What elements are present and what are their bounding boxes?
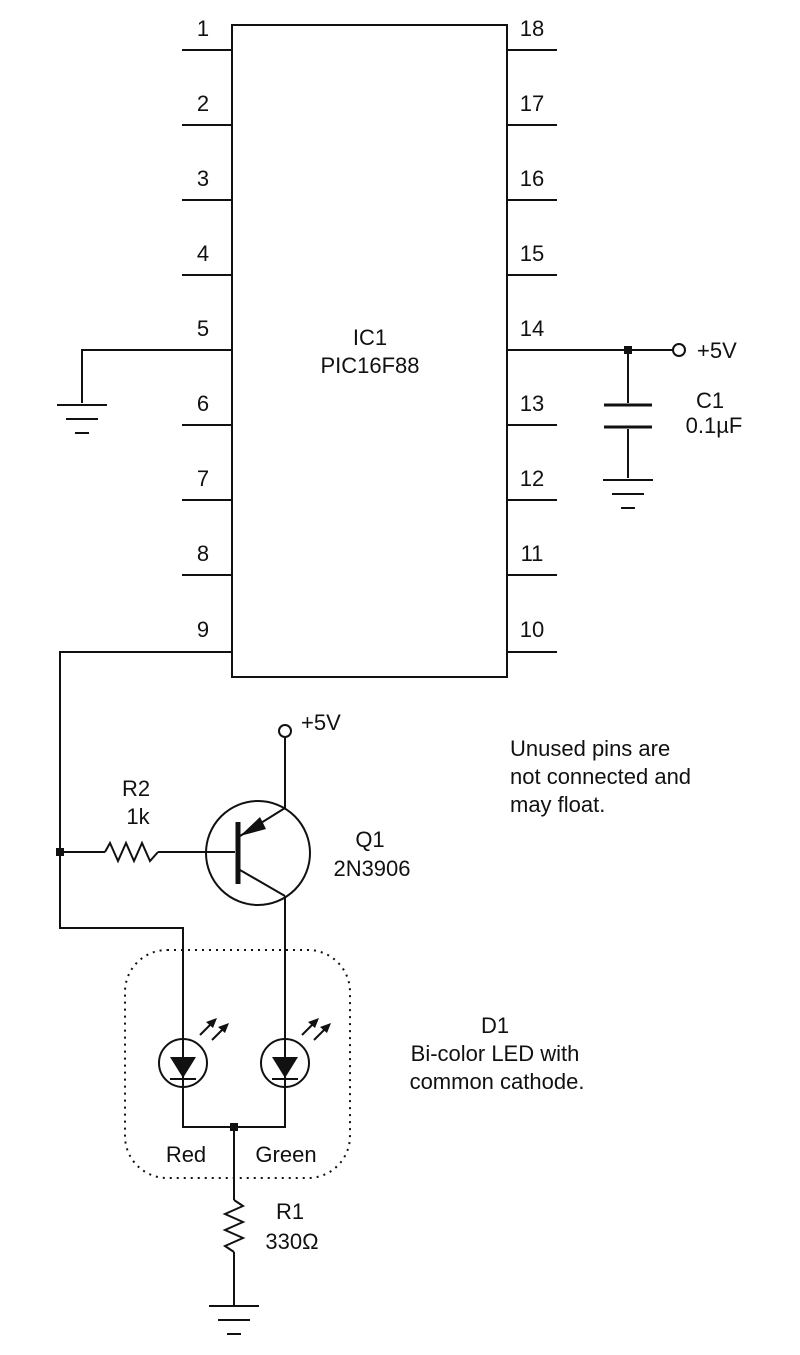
ground-symbol-2 [603,479,653,509]
pin-3-label: 3 [197,166,209,191]
note-line1: Unused pins are [510,736,670,761]
ic1-body [231,24,508,678]
capacitor-c1 [604,350,652,478]
q1-body [205,800,311,906]
pin14-supply-net: +5V C1 0.1µF [507,338,743,509]
q1-part: 2N3906 [333,856,410,881]
ic1-part: PIC16F88 [320,353,419,378]
unused-pins-note: Unused pins are not connected and may fl… [510,736,691,817]
led-green-label: Green [255,1142,316,1167]
c1-value: 0.1µF [686,413,743,438]
q1-ref: Q1 [355,827,384,852]
transistor-q1: +5V Q1 2N3906 [205,710,411,1038]
vcc-terminal-top [672,343,686,357]
ground-symbol-3 [209,1305,259,1335]
r2-ref: R2 [122,776,150,801]
pin-6-label: 6 [197,391,209,416]
note-line3: may float. [510,792,605,817]
d1-desc-line2: common cathode. [410,1069,585,1094]
ic1: IC1 PIC16F88 [231,24,508,678]
c1-ref: C1 [696,388,724,413]
pin-4-label: 4 [197,241,209,266]
pin-15-label: 15 [520,241,544,266]
pin5-ground-net [57,349,232,434]
d1-desc-line1: Bi-color LED with [411,1041,580,1066]
vcc-q1-label: +5V [301,710,341,735]
pin-8-label: 8 [197,541,209,566]
pin-5-label: 5 [197,316,209,341]
d1-package-outline [124,949,351,1179]
vcc-terminal-q1 [278,724,292,738]
pin-11-label: 11 [521,541,544,566]
r2-value: 1k [126,804,150,829]
r1-value: 330Ω [265,1229,318,1254]
pin-9-label: 9 [197,617,209,642]
pin9-net: R2 1k [56,651,235,1038]
r1-ref: R1 [276,1199,304,1224]
pin-13-label: 13 [520,391,544,416]
pin-18-label: 18 [520,16,544,41]
ic1-right-pins: 18 17 16 15 14 13 12 11 10 [507,16,557,653]
pin-14-label: 14 [520,316,544,341]
led-d1: Red Green D1 Bi-color LED with common ca… [124,949,585,1179]
ground-symbol-1 [57,404,107,434]
pin-10-label: 10 [520,617,544,642]
ic1-left-pins: 1 2 3 4 5 6 7 8 9 [182,16,232,653]
pin-1-label: 1 [197,16,209,41]
pin-16-label: 16 [520,166,544,191]
ic1-ref: IC1 [353,325,387,350]
pin-2-label: 2 [197,91,209,116]
note-line2: not connected and [510,764,691,789]
resistor-r1 [222,1199,246,1253]
r1-ground-net: R1 330Ω [209,1127,319,1335]
d1-ref: D1 [481,1013,509,1038]
pin-12-label: 12 [520,466,544,491]
led-red [158,1018,229,1122]
resistor-r2 [104,840,159,864]
vcc-top-label: +5V [697,338,737,363]
pin-7-label: 7 [197,466,209,491]
led-green [260,1018,331,1122]
led-red-label: Red [166,1142,206,1167]
pin-17-label: 17 [520,91,544,116]
q1-emitter-arrow [240,817,266,836]
